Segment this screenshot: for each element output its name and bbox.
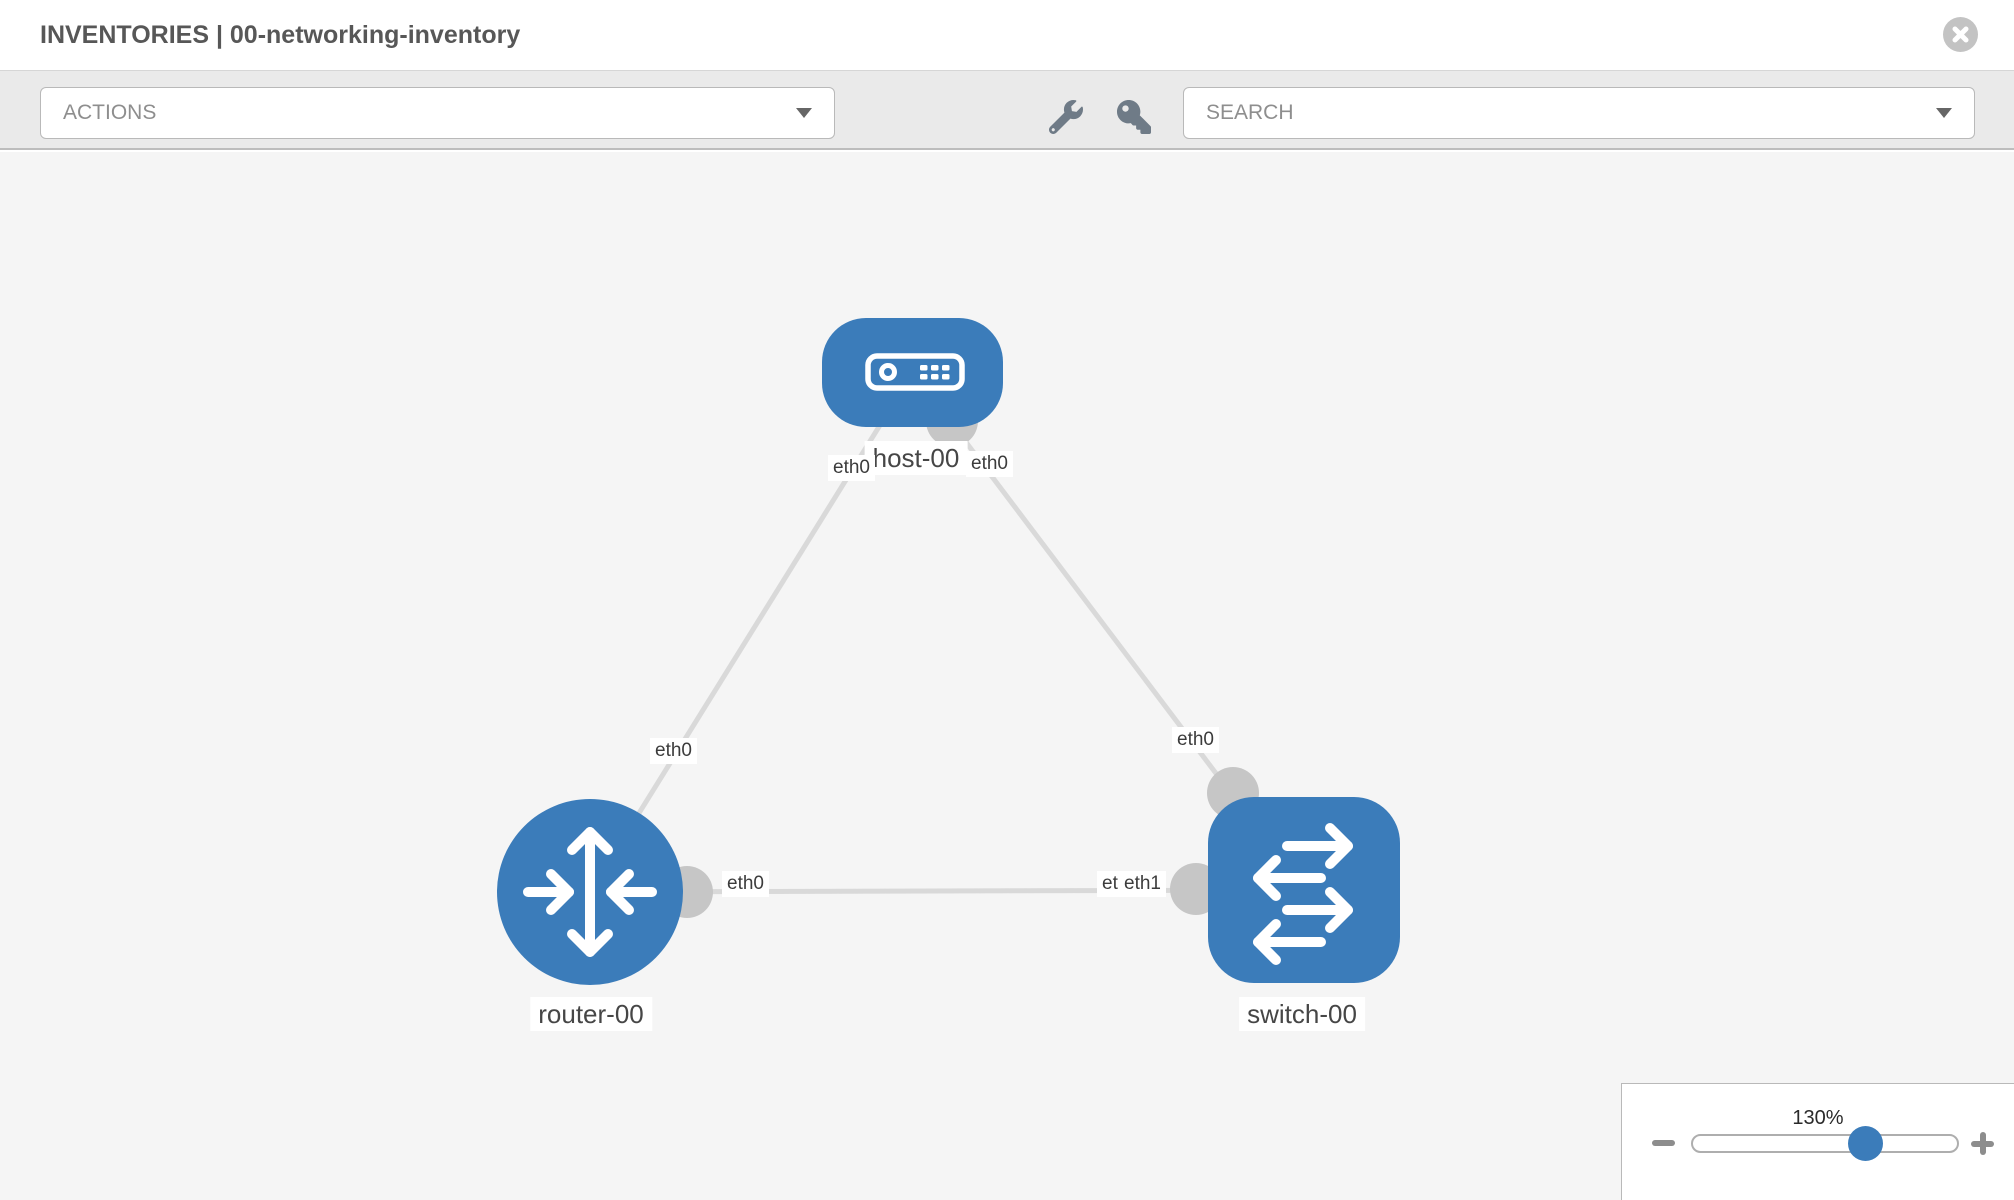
- key-icon: [1117, 100, 1151, 134]
- node-label-router: router-00: [530, 997, 652, 1031]
- close-icon: [1952, 26, 1969, 43]
- zoom-slider[interactable]: [1691, 1126, 1959, 1161]
- zoom-slider-knob[interactable]: [1848, 1126, 1883, 1161]
- configure-button[interactable]: [1044, 95, 1088, 139]
- chevron-down-icon: [1936, 108, 1952, 118]
- zoom-out-button[interactable]: [1652, 1140, 1675, 1146]
- node-host[interactable]: [822, 318, 1003, 427]
- router-arrows-icon: [523, 827, 657, 957]
- search-dropdown[interactable]: SEARCH: [1183, 87, 1975, 139]
- zoom-percent: 130%: [1792, 1107, 1844, 1129]
- wrench-icon: [1049, 100, 1083, 134]
- actions-dropdown[interactable]: ACTIONS: [40, 87, 835, 139]
- host-server-icon: [865, 353, 965, 391]
- topology-canvas[interactable]: host-00 router-00 switch-00 eth0 eth0 et…: [0, 152, 2014, 1200]
- topology-graph: [497, 318, 1400, 985]
- interface-label: eth1: [1119, 871, 1166, 897]
- interface-label: eth0: [828, 455, 875, 481]
- node-label-switch: switch-00: [1239, 997, 1365, 1031]
- switch-arrows-icon: [1253, 823, 1353, 965]
- close-button[interactable]: [1943, 17, 1978, 52]
- toolbar: ACTIONS SEARCH: [0, 71, 2014, 150]
- zoom-panel: 130%: [1621, 1083, 2014, 1200]
- node-label-host: host-00: [864, 441, 968, 475]
- zoom-in-button[interactable]: [1971, 1132, 1994, 1155]
- chevron-down-icon: [796, 108, 812, 118]
- node-router[interactable]: [497, 799, 683, 985]
- interface-label: eth0: [1172, 727, 1219, 753]
- interface-label: eth0: [722, 871, 769, 897]
- header: INVENTORIES | 00-networking-inventory: [0, 0, 2014, 71]
- page-title: INVENTORIES | 00-networking-inventory: [40, 21, 521, 49]
- search-input: SEARCH: [1206, 101, 1294, 124]
- credentials-button[interactable]: [1112, 95, 1156, 139]
- interface-label: eth0: [650, 738, 697, 764]
- node-switch[interactable]: [1208, 797, 1400, 983]
- interface-label: eth0: [966, 451, 1013, 477]
- actions-dropdown-label: ACTIONS: [63, 101, 157, 124]
